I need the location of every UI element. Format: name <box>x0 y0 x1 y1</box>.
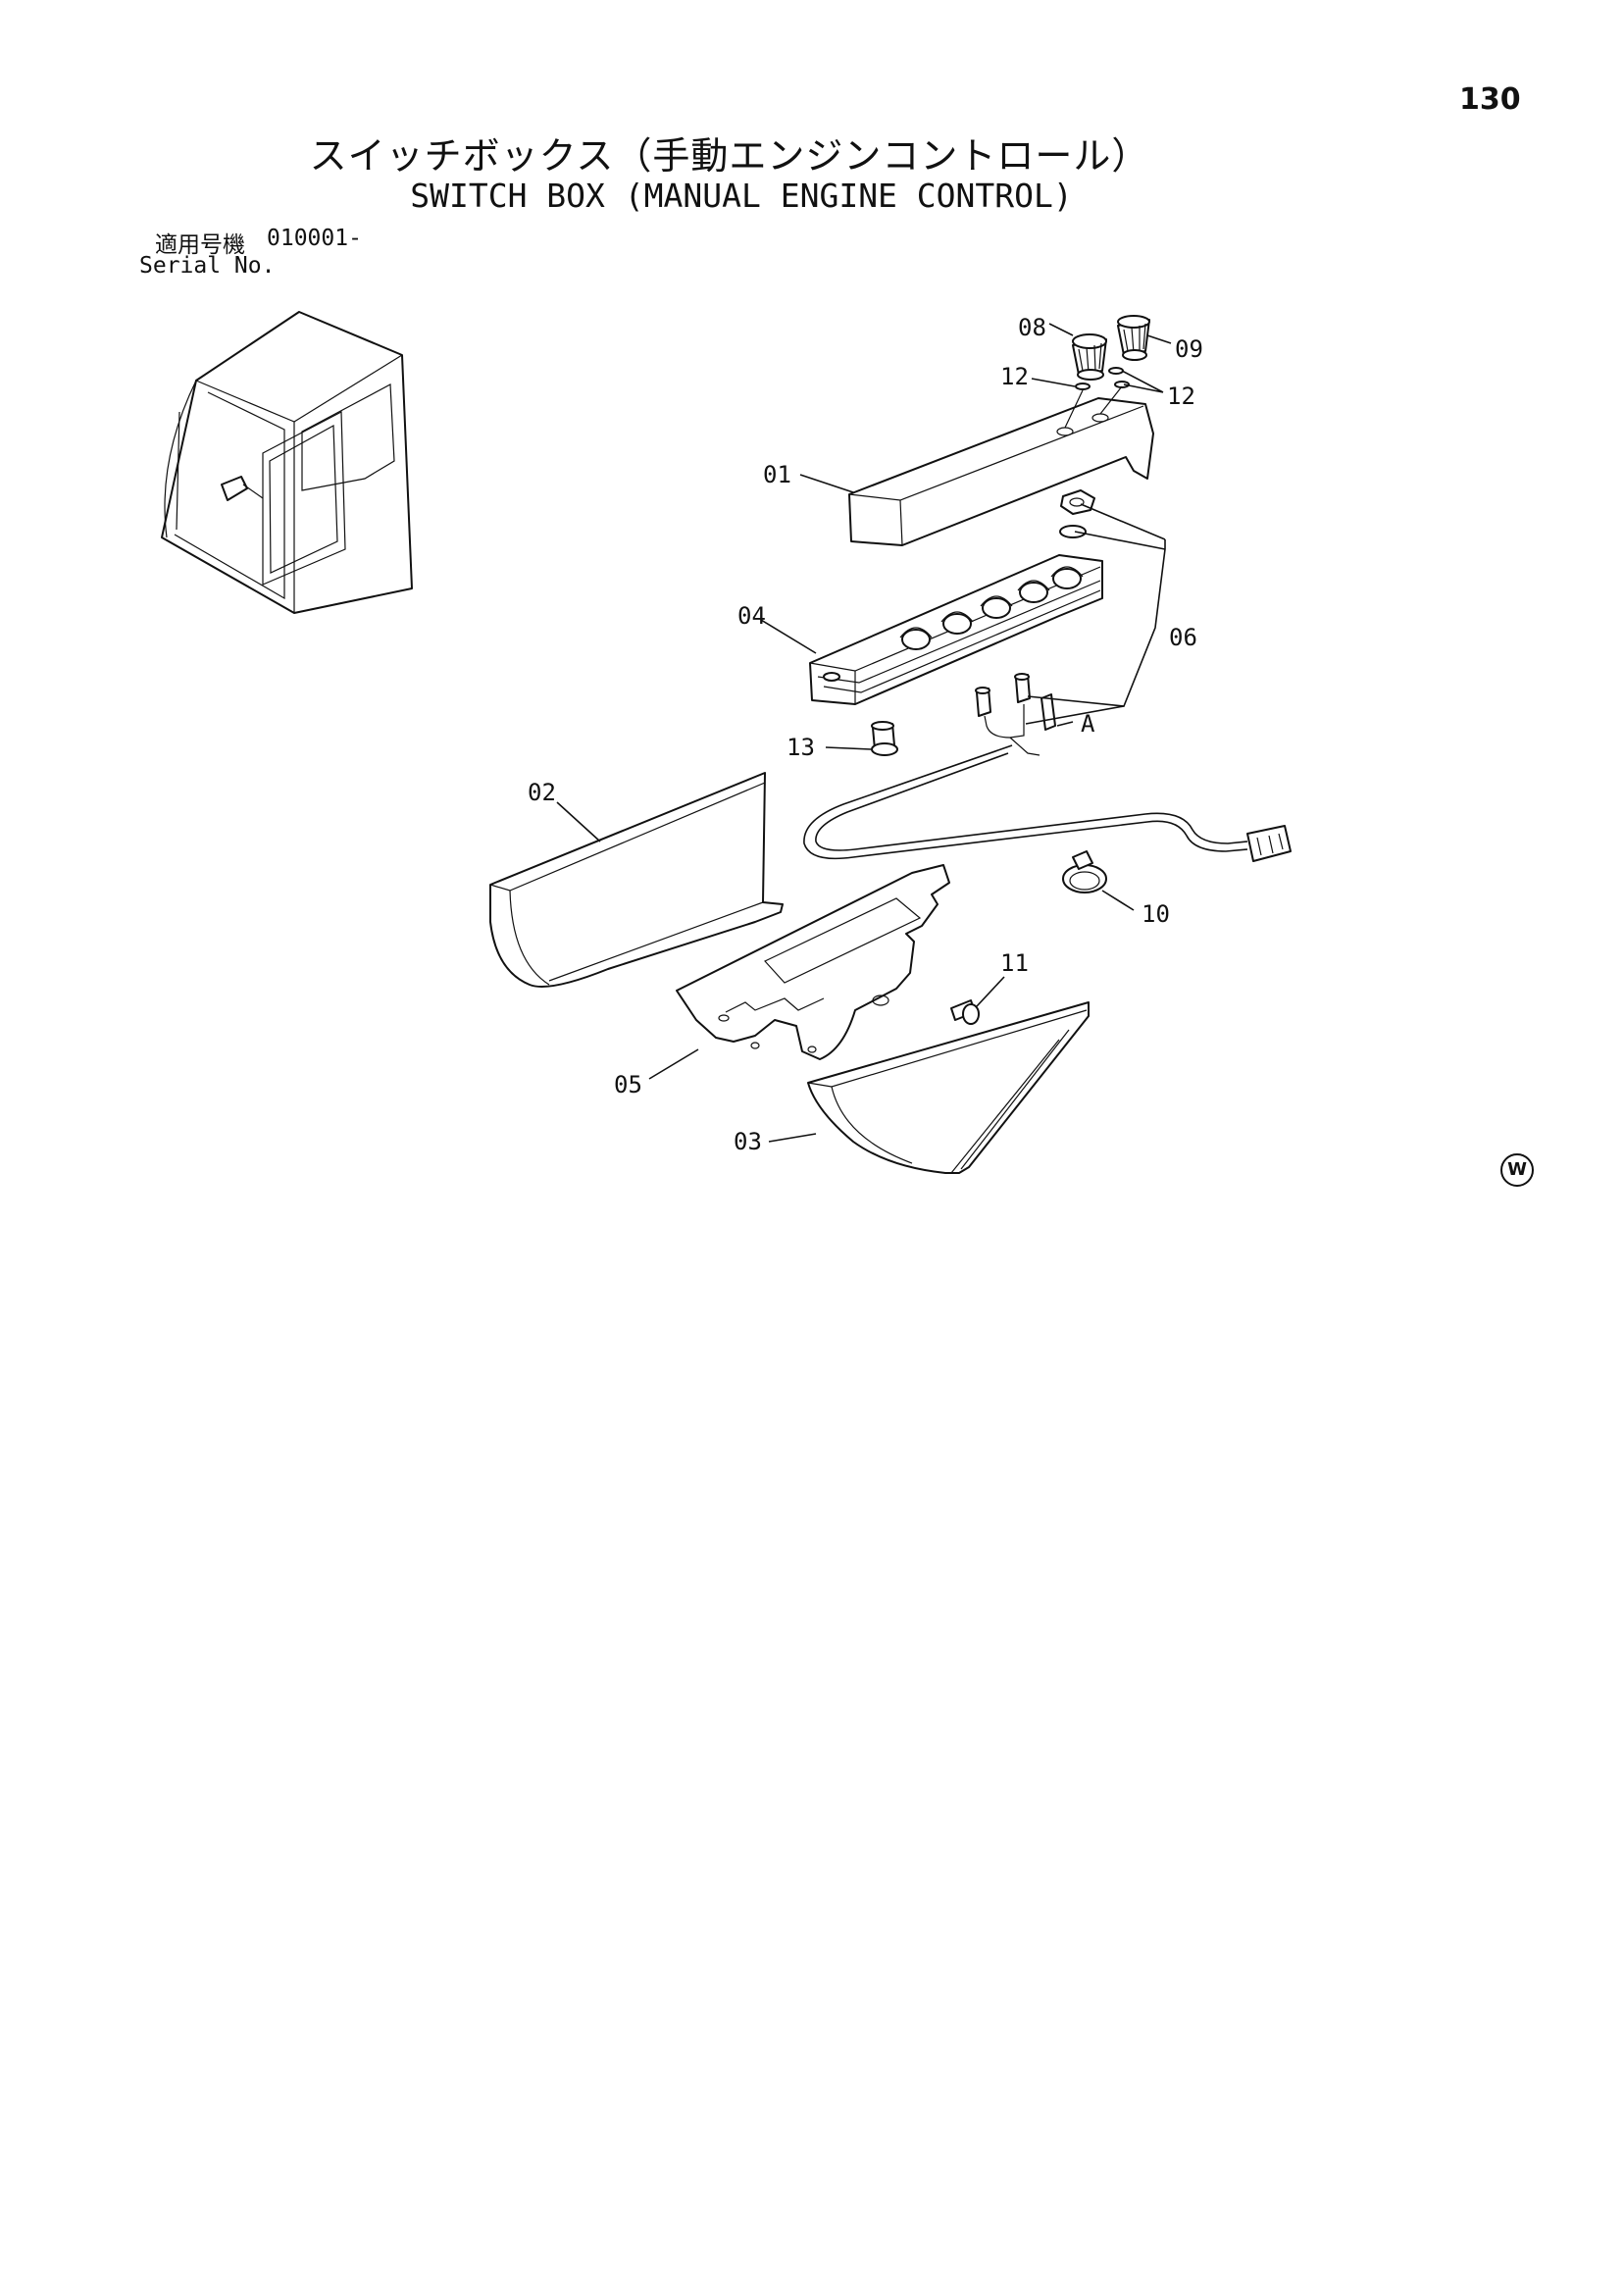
page-number: 130 <box>1459 82 1521 117</box>
callout-12-right: 12 <box>1167 383 1195 410</box>
callout-09: 09 <box>1175 335 1203 363</box>
callout-05: 05 <box>614 1071 642 1098</box>
title-japanese: スイッチボックス（手動エンジンコントロール） <box>0 126 1624 179</box>
nut-washer-06 <box>1059 489 1095 538</box>
bracket-05 <box>676 864 950 1060</box>
callout-11: 11 <box>1000 949 1029 977</box>
callout-13: 13 <box>787 734 815 761</box>
knob-09 <box>1117 315 1150 361</box>
clamp-10 <box>1062 850 1107 893</box>
callout-08: 08 <box>1018 314 1046 341</box>
callout-01: 01 <box>763 461 791 488</box>
title-japanese-text: スイッチボックス（手動エンジンコントロール） <box>309 134 1150 178</box>
callout-04: 04 <box>737 602 766 630</box>
callout-02: 02 <box>528 779 556 806</box>
cab-thumbnail <box>161 311 413 614</box>
serial-value: 010001- <box>267 226 362 251</box>
switches-06 <box>975 673 1056 756</box>
wire-harness <box>803 744 1292 862</box>
serial-label-japanese: 適用号機 <box>155 232 245 258</box>
switch-holes <box>899 566 1084 650</box>
callout-03: 03 <box>734 1128 762 1155</box>
plug-13 <box>871 721 898 756</box>
callout-12-left: 12 <box>1000 363 1029 390</box>
title-english: SWITCH BOX (MANUAL ENGINE CONTROL) <box>0 177 1624 215</box>
knob-08 <box>1072 333 1107 381</box>
circled-w-mark: W <box>1500 1153 1534 1187</box>
callout-06: 06 <box>1169 624 1197 651</box>
cover-02 <box>489 772 784 988</box>
washers-12 <box>1075 367 1130 390</box>
switch-panel-04 <box>809 554 1103 705</box>
serial-label-english: Serial No. <box>139 253 276 279</box>
cover-01 <box>848 385 1154 546</box>
title-english-text: SWITCH BOX (MANUAL ENGINE CONTROL) <box>410 177 1073 215</box>
cover-03 <box>807 1001 1090 1174</box>
screw-11 <box>950 999 980 1025</box>
leader-lines <box>556 323 1172 1143</box>
callout-A: A <box>1081 710 1095 738</box>
callout-10: 10 <box>1142 900 1170 928</box>
